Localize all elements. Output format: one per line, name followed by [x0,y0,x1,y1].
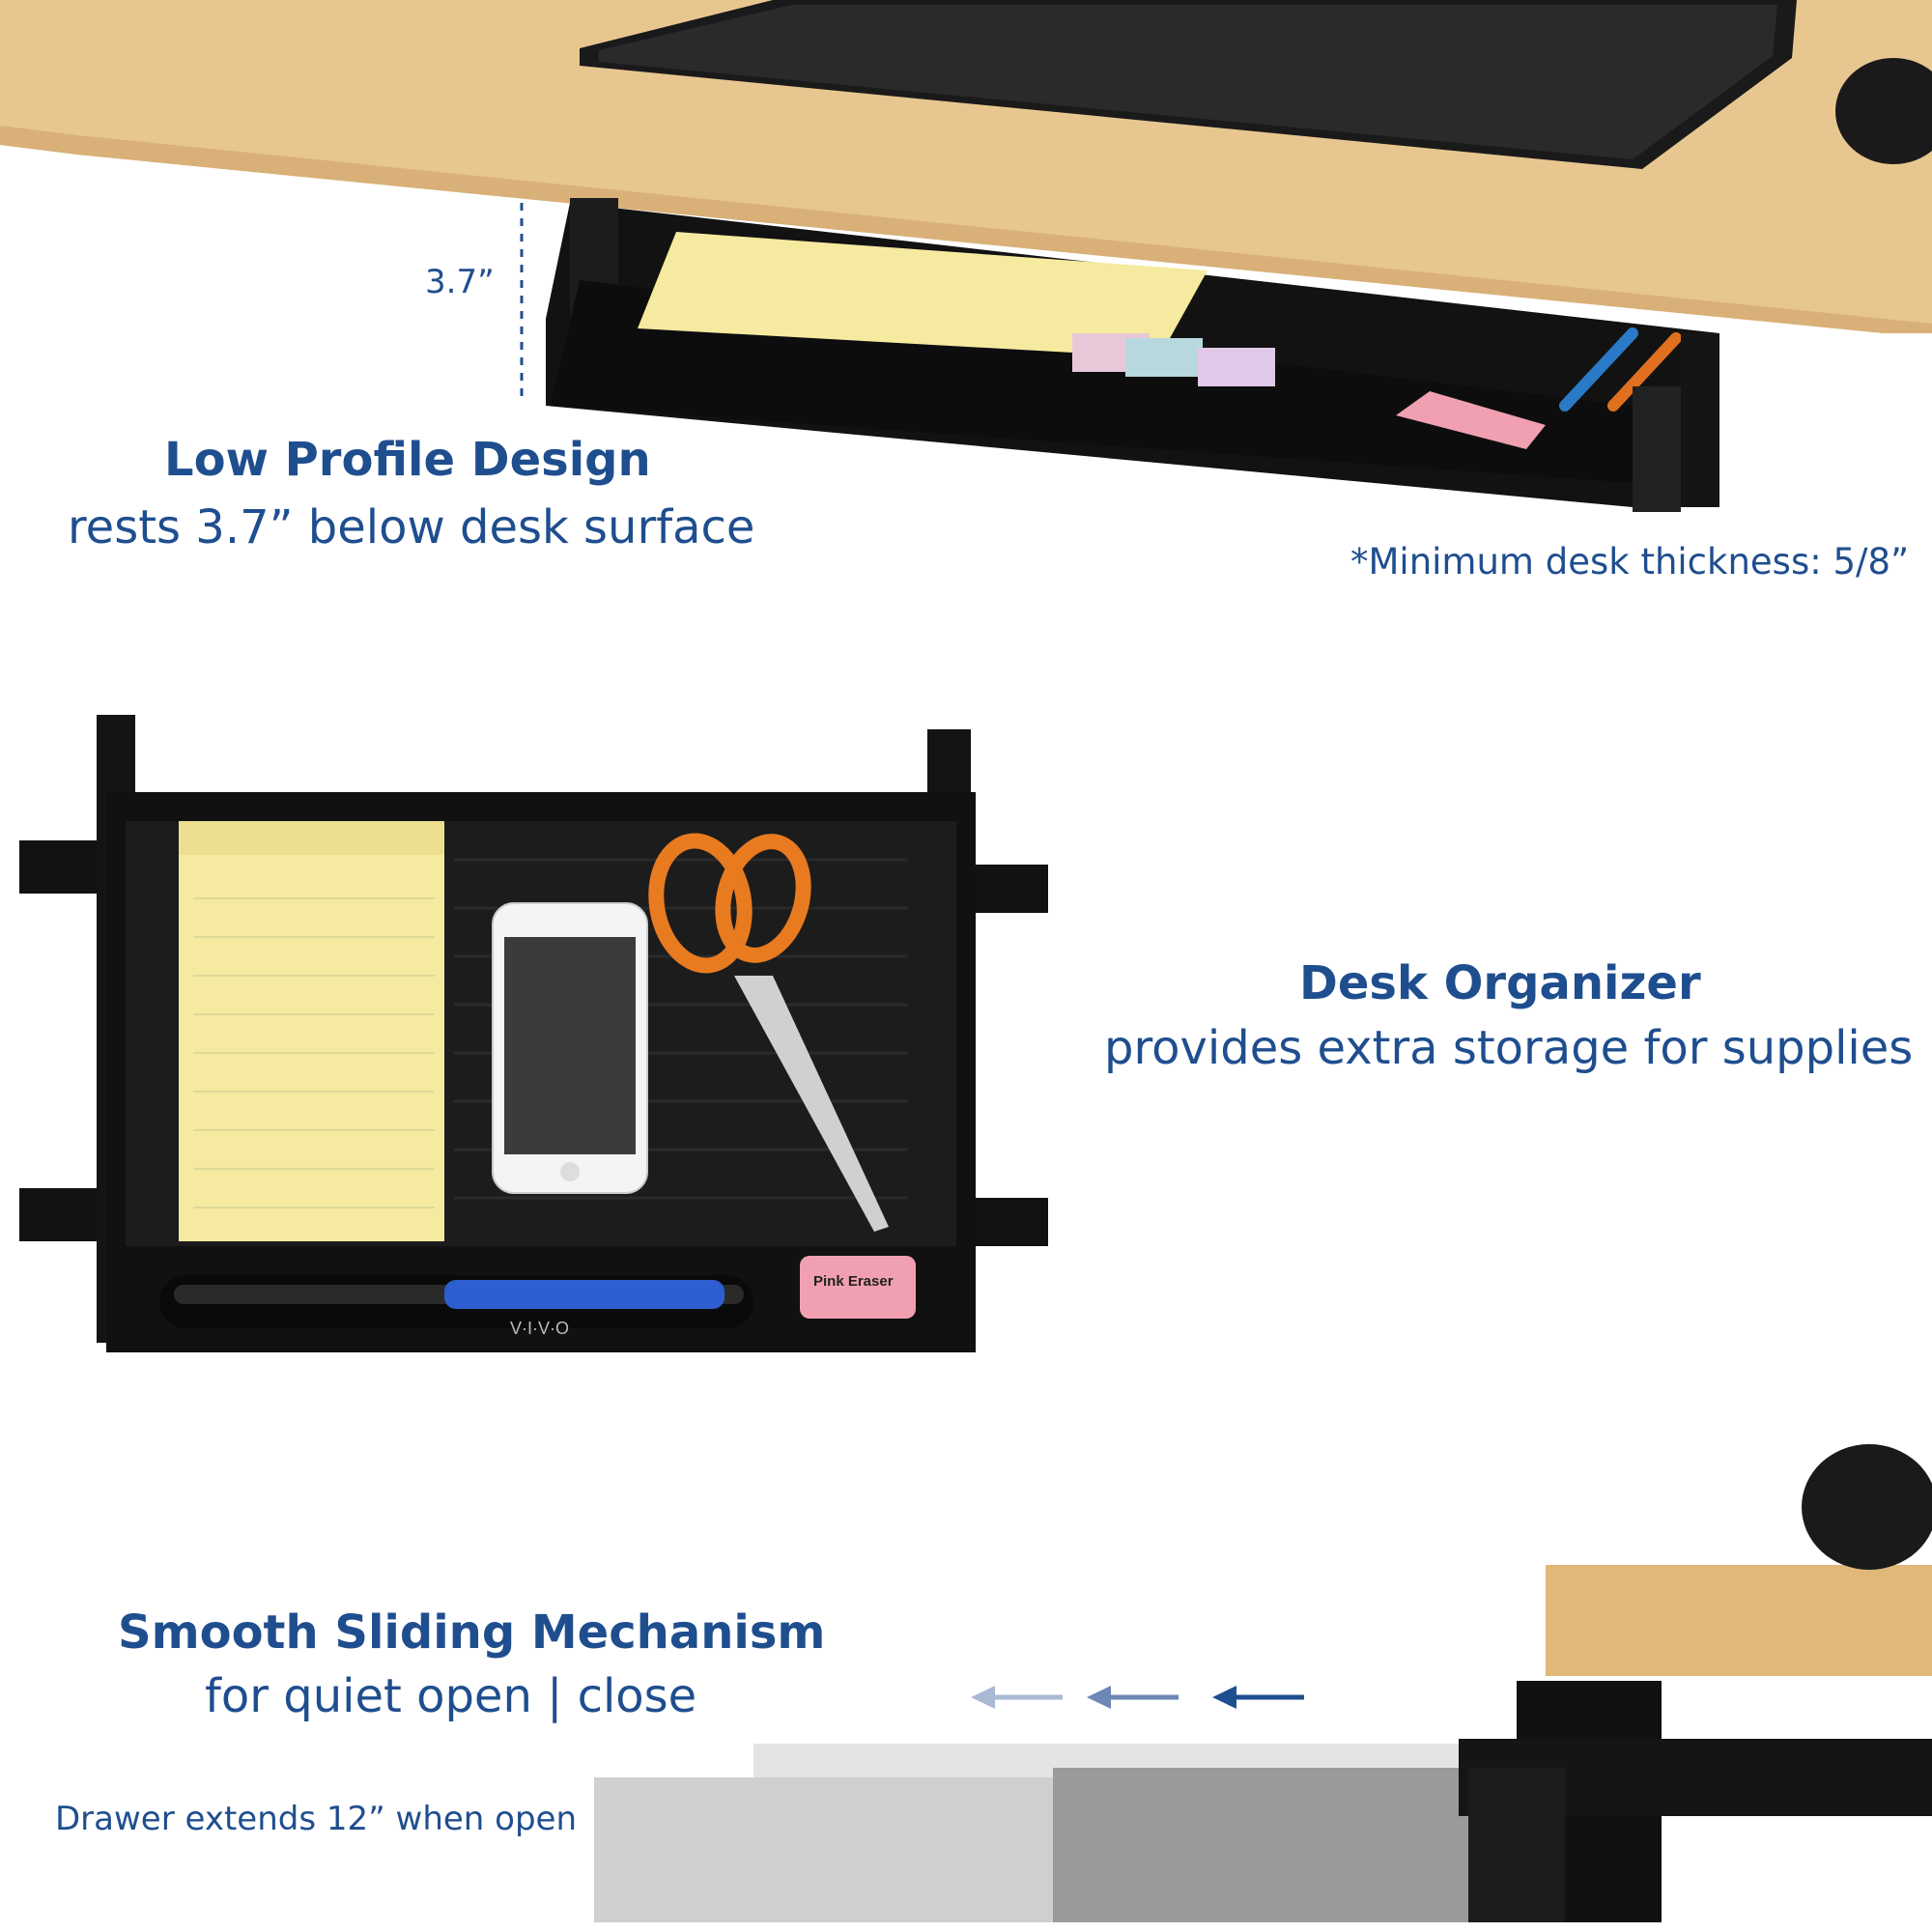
extends-note: Drawer extends 12” when open [55,1800,578,1838]
low-profile-subtitle: rests 3.7” below desk surface [68,500,755,554]
desk-organizer-title: Desk Organizer [1299,956,1701,1010]
sliding-drawer-photo [594,1444,1932,1922]
desk-organizer-subtitle: provides extra storage for supplies [1104,1021,1914,1075]
mouse-shape [1835,58,1932,164]
eraser-shape [800,1256,916,1319]
sliding-subtitle: for quiet open | close [205,1669,697,1723]
desk-top-photo [0,0,1932,512]
eraser-label: Pink Eraser [813,1273,894,1290]
brand-logo: V·I·V·O [510,1319,569,1338]
low-profile-title: Low Profile Design [164,433,651,487]
dimension-label: 3.7” [425,263,495,301]
slide-arrows [971,1686,1304,1709]
min-thickness-note: *Minimum desk thickness: 5/8” [1350,541,1910,582]
organizer-top-photo [19,715,1048,1352]
sliding-title: Smooth Sliding Mechanism [118,1605,826,1660]
